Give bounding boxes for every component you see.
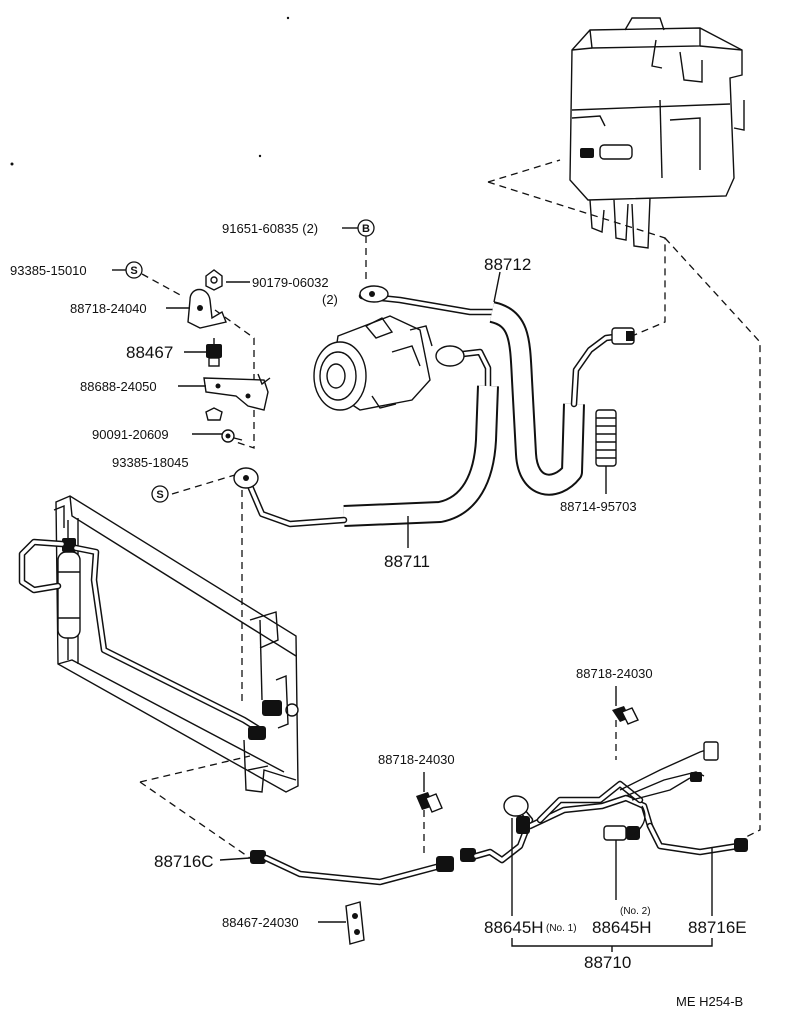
label-88718-24030-right: 88718-24030	[576, 666, 653, 681]
pipe-assembly-88710	[472, 741, 748, 864]
label-93385-15010: 93385-15010	[10, 263, 87, 278]
cushion-88467-24030	[345, 901, 365, 945]
label-88716C: 88716C	[154, 852, 214, 871]
clamp-88718-24030-mid	[416, 792, 443, 813]
label-88712: 88712	[484, 255, 531, 274]
label-88467-24030: 88467-24030	[222, 915, 299, 930]
hose-88711	[233, 345, 499, 528]
label-90179-06032: 90179-06032	[252, 275, 329, 290]
label-88467: 88467	[126, 343, 173, 362]
label-88645H-no1-note: (No. 1)	[546, 923, 577, 934]
label-leader-lines	[112, 227, 713, 952]
screw-symbol: S	[156, 489, 163, 501]
label-88718-24030-mid: 88718-24030	[378, 752, 455, 767]
bolt-symbol-callout: B	[357, 219, 375, 237]
label-88688-24050: 88688-24050	[80, 379, 157, 394]
label-88714-95703: 88714-95703	[560, 499, 637, 514]
bolt-bracket-group	[187, 269, 271, 443]
screw-symbol: S	[130, 265, 137, 277]
label-88645H-no1: 88645H	[484, 918, 544, 937]
label-88716E: 88716E	[688, 918, 747, 937]
label-88645H-no2-note: (No. 2)	[620, 906, 651, 917]
hose-88712	[358, 285, 635, 496]
label-88718-24040: 88718-24040	[70, 301, 147, 316]
label-91651-60835: 91651-60835 (2)	[222, 221, 318, 236]
bolt-symbol: B	[362, 223, 370, 235]
sleeve-88714	[595, 409, 617, 467]
part-labels: 91651-60835 (2) 93385-15010 90179-06032 …	[10, 221, 747, 1009]
scan-specks	[10, 16, 290, 166]
label-90091-20609: 90091-20609	[92, 427, 169, 442]
page-code: ME H254-B	[676, 994, 743, 1009]
screw-symbol-callout-1: S	[125, 261, 143, 279]
dashed-leader-lines	[139, 159, 761, 859]
evaporator-unit	[569, 17, 745, 249]
condenser	[18, 495, 299, 793]
clamp-88718-24030-right	[612, 706, 639, 725]
pipe-88716C	[250, 848, 476, 886]
label-93385-18045: 93385-18045	[112, 455, 189, 470]
label-88710: 88710	[584, 953, 631, 972]
label-88645H-no2: 88645H	[592, 918, 652, 937]
label-90179-qty: (2)	[322, 292, 338, 307]
screw-symbol-callout-2: S	[151, 485, 169, 503]
label-88711: 88711	[384, 552, 430, 571]
compressor	[313, 315, 433, 411]
